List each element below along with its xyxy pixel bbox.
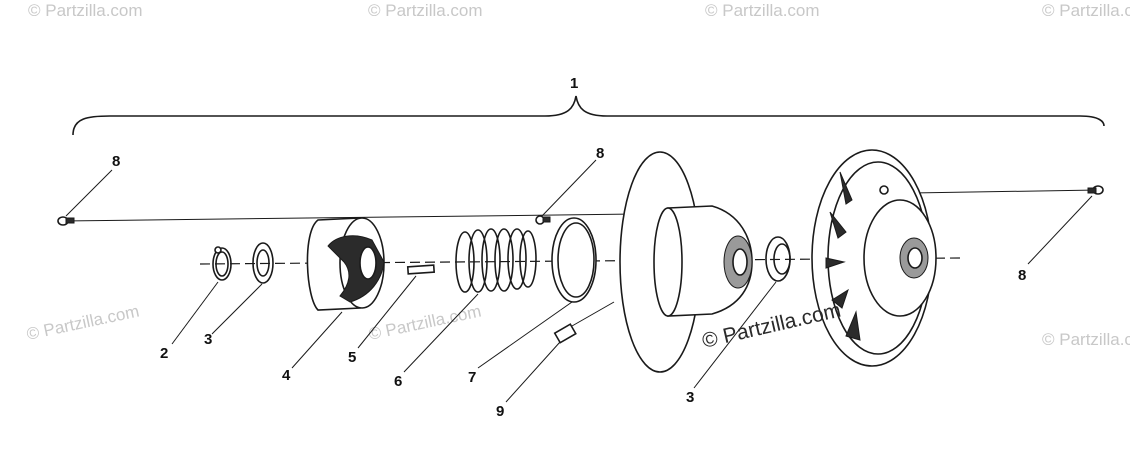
callout-screw-left: 8	[112, 153, 120, 170]
ring	[551, 217, 597, 303]
movable-sheave	[619, 151, 753, 373]
callout-screw-mid: 8	[596, 145, 604, 162]
cam	[306, 217, 385, 311]
watermark: © Partzilla.com	[25, 302, 141, 344]
circlip	[212, 246, 232, 281]
watermark: © Partzilla.com	[1042, 1, 1130, 20]
callout-ring: 7	[468, 369, 476, 386]
watermark: © Partzilla.com	[1042, 330, 1130, 349]
screw-right	[1087, 185, 1104, 195]
callout-key: 5	[348, 349, 356, 366]
washer-right	[765, 236, 791, 282]
callout-spring: 6	[394, 373, 402, 390]
screw-mid	[535, 215, 551, 225]
leader-lines	[65, 159, 1093, 403]
callout-bolt: 9	[496, 403, 504, 420]
callout-screw-right: 8	[1018, 267, 1026, 284]
watermark: © Partzilla.com	[368, 1, 483, 20]
fixed-sheave	[811, 149, 937, 367]
callout-cam: 4	[282, 367, 291, 384]
callout-circlip: 2	[160, 345, 168, 362]
callout-washer-right: 3	[686, 389, 694, 406]
screw-axis	[61, 213, 641, 222]
washer-left	[252, 242, 274, 284]
assembly-brace	[72, 95, 1105, 136]
screw-left	[57, 216, 75, 226]
bolt	[553, 301, 615, 344]
key	[406, 264, 436, 275]
callout-labels: 1 8 8 2 3 4 5 6 7 9 3 8	[112, 75, 1026, 420]
spring	[455, 228, 537, 293]
callout-assembly: 1	[570, 75, 578, 92]
callout-washer-left: 3	[204, 331, 212, 348]
watermark: © Partzilla.com	[28, 1, 143, 20]
watermark: © Partzilla.com	[705, 1, 820, 20]
